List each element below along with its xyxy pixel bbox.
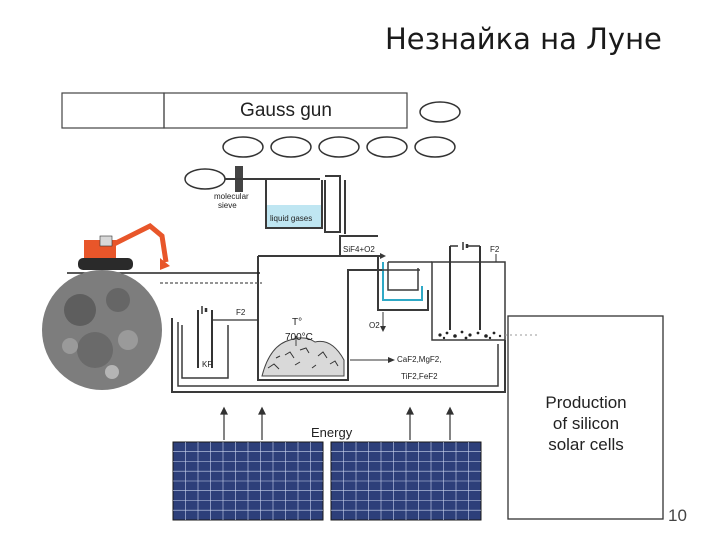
slide-title: Незнайка на Луне	[385, 22, 662, 56]
production-label-line2: of silicon	[552, 414, 620, 433]
trap-liquid	[382, 262, 423, 301]
kf-label: KF	[202, 360, 213, 369]
sif4-label: SiF4+O2	[343, 245, 375, 254]
solar-panel-left	[172, 441, 324, 521]
molecular-sieve-label-line2: sieve	[218, 201, 237, 210]
regolith-pile	[261, 337, 345, 377]
f2-left-label: F2	[236, 308, 246, 317]
gauss-gun-breech	[61, 92, 165, 129]
sif4-arrowhead	[380, 253, 386, 259]
production-label-line1: Production	[545, 393, 627, 412]
production-box	[507, 315, 664, 520]
gauss-gun-label: Gauss gun	[240, 100, 332, 121]
kf-vessel	[181, 325, 229, 379]
trap-inlet	[378, 261, 432, 271]
temperature-label-1: T°	[292, 317, 303, 328]
reactor-feed	[339, 235, 378, 256]
o2-label: O2	[369, 321, 380, 330]
production-label-line3: solar cells	[548, 435, 624, 454]
products-label-1: CaF2,MgF2,	[397, 355, 442, 364]
return-pipe-outer	[171, 318, 506, 393]
products-arrowhead	[388, 357, 395, 363]
liquid-gases-label: liquid gases	[270, 214, 313, 223]
sieve-capsule	[184, 168, 226, 190]
capsule-row	[222, 136, 456, 158]
trap-vessel	[377, 256, 429, 311]
gauss-gun-barrel	[163, 92, 408, 129]
energy-arrows	[220, 406, 454, 440]
liquid-gases-tank	[265, 180, 323, 229]
electrolysis-vessel	[431, 261, 506, 341]
silicon-particles	[438, 330, 502, 340]
projectile-capsule	[419, 101, 461, 123]
excavator-icon	[78, 223, 170, 270]
f2-right-label: F2	[490, 245, 500, 254]
moon-icon	[42, 270, 162, 390]
pipe-loop	[324, 175, 341, 233]
energy-label: Energy	[311, 425, 353, 440]
products-label-2: TiF2,FeF2	[401, 372, 438, 381]
molecular-sieve-label: molecular sieve	[214, 192, 249, 210]
o2-arrowhead	[380, 326, 386, 332]
return-pipe-inner	[177, 322, 499, 387]
production-label: Production of silicon solar cells	[512, 392, 660, 455]
molecular-sieve-label-line1: molecular	[214, 192, 249, 201]
liquid-gases-fill	[266, 205, 322, 228]
temperature-label-2: 700°C	[285, 332, 313, 343]
solar-panel-right	[330, 441, 482, 521]
page-number: 10	[668, 506, 687, 525]
trap-inner	[387, 262, 419, 291]
